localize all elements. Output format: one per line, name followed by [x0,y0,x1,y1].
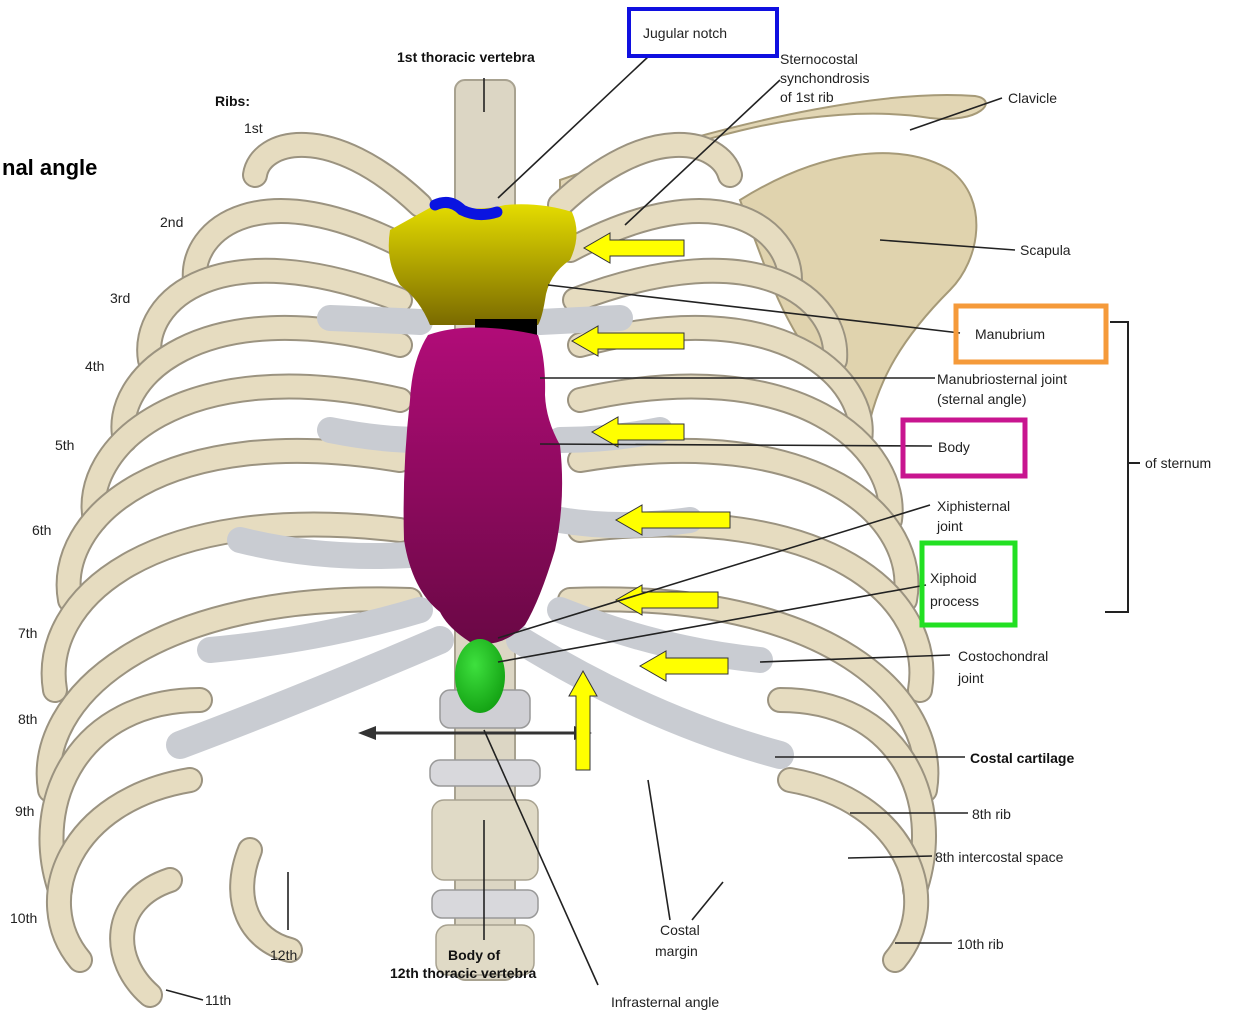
label-intercostal8: 8th intercostal space [935,849,1064,865]
sternum-bracket [1105,322,1140,612]
rib [255,145,420,205]
label-sternocostal-2: synchondrosis [780,70,870,86]
rib-label-3: 3rd [110,290,130,306]
label-scapula: Scapula [1020,242,1071,258]
rib [122,880,170,995]
rib-label-7: 7th [18,625,37,641]
label-jugular-notch: Jugular notch [643,25,727,41]
rib-label-12: 12th [270,947,297,963]
label-thoracic-vertebra: 1st thoracic vertebra [397,49,535,65]
label-costal-margin-1: Costal [660,922,700,938]
label-xiphisternal-2: joint [936,518,963,534]
xiphoid-shape [455,639,505,713]
rib-label-1: 1st [244,120,263,136]
label-xiphoid-1: Xiphoid [930,570,977,586]
label-costochondral-1: Costochondral [958,648,1048,664]
rib-label-5: 5th [55,437,74,453]
label-manubriosternal-2: (sternal angle) [937,391,1027,407]
rib-label-2: 2nd [160,214,183,230]
ribs-title: Ribs: [215,93,250,109]
label-sternocostal-3: of 1st rib [780,89,834,105]
rib-label-10: 10th [10,910,37,926]
manubrium-shape [389,204,577,325]
label-rib10: 10th rib [957,936,1004,952]
label-clavicle: Clavicle [1008,90,1057,106]
label-body: Body [938,439,970,455]
label-of-sternum: of sternum [1145,455,1211,471]
label-infrasternal: Infrasternal angle [611,994,719,1010]
sternum-body-shape [404,328,563,644]
label-costochondral-2: joint [957,670,984,686]
label-sternocostal-1: Sternocostal [780,51,858,67]
label-xiphoid-2: process [930,593,979,609]
heading-text: nal angle [2,155,97,180]
rib-label-11: 11th [205,992,231,1008]
label-body12-2: 12th thoracic vertebra [390,965,536,981]
label-rib8: 8th rib [972,806,1011,822]
rib [560,145,730,205]
rib-label-9: 9th [15,803,34,819]
label-costal-margin-2: margin [655,943,698,959]
rib-label-4: 4th [85,358,104,374]
rib-label-6: 6th [32,522,51,538]
label-manubrium: Manubrium [975,326,1045,342]
label-costal-cartilage: Costal cartilage [970,750,1074,766]
rib-label-8: 8th [18,711,37,727]
label-xiphisternal-1: Xiphisternal [937,498,1010,514]
label-body12-1: Body of [448,947,500,963]
label-manubriosternal-1: Manubriosternal joint [937,371,1067,387]
